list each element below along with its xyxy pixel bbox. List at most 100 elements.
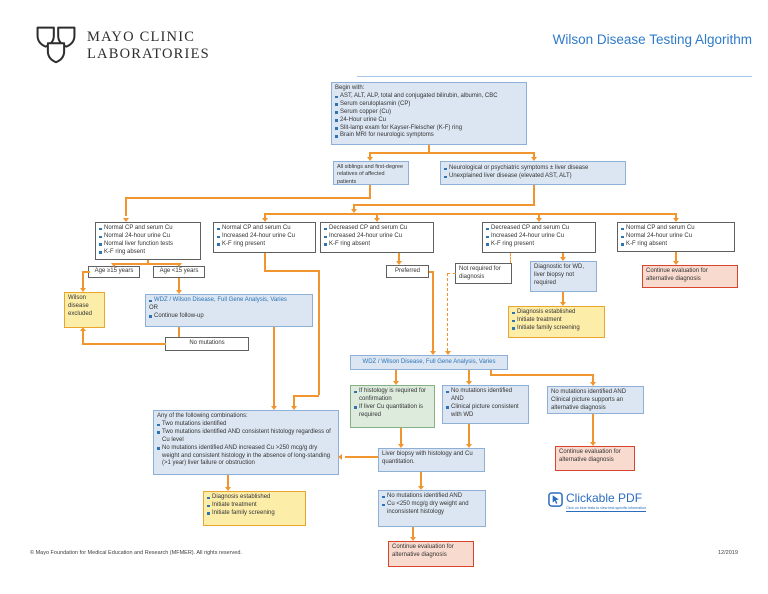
bullet-icon — [382, 495, 385, 499]
flow-connector — [538, 214, 540, 219]
flow-connector — [533, 185, 535, 205]
bullet-line: AST, ALT, ALP, total and conjugated bili… — [335, 93, 523, 101]
bullet-line: K-F ring present — [486, 241, 592, 249]
flow-connector — [227, 475, 229, 488]
flow-connector — [369, 152, 535, 154]
flow-connector — [125, 198, 127, 216]
flow-connector — [562, 253, 564, 258]
bullet-line: Normal 24-hour urine Cu — [621, 233, 731, 241]
bullet-icon — [512, 311, 515, 315]
bullet-line: Initiate treatment — [207, 502, 302, 510]
bullet-line: Unexplained liver disease (elevated AST,… — [444, 173, 622, 181]
flow-connector — [82, 343, 166, 345]
bullet-line: No mutations identified AND — [382, 493, 482, 501]
flow-arrowhead — [535, 218, 542, 222]
flow-connector — [395, 370, 397, 382]
bullet-icon — [335, 119, 338, 122]
bullet-icon — [217, 227, 220, 231]
flow-arrowhead — [672, 218, 679, 222]
bullet-icon — [99, 227, 102, 231]
flow-arrowhead — [559, 302, 566, 306]
age-ge-15-label: Age ≥15 years — [88, 266, 140, 278]
flow-arrowhead — [110, 263, 117, 267]
bullet-line: Normal liver function tests — [99, 241, 197, 249]
text-line: Any of the following combinations: — [157, 413, 248, 419]
flow-connector — [447, 273, 448, 351]
clickable-pdf-tagline: Click on blue tests to view test-specifi… — [566, 505, 647, 510]
flow-connector — [412, 527, 414, 538]
bullet-icon — [149, 315, 152, 318]
flow-arrowhead — [429, 351, 436, 355]
bullet-line: Slit-lamp exam for Kayser-Fleischer (K-F… — [335, 125, 523, 133]
bullet-icon — [444, 167, 447, 171]
neuro-psych-box: Neurological or psychiatric symptoms ± l… — [440, 161, 626, 185]
bullet-icon — [512, 319, 515, 322]
bullet-icon — [324, 243, 327, 246]
wdz-gene-analysis-link-box[interactable]: WDZ / Wilson Disease, Full Gene Analysis… — [350, 355, 508, 370]
flow-connector — [490, 374, 593, 376]
preferred-label: Preferred — [386, 265, 429, 278]
flow-connector — [113, 263, 179, 265]
cursor-icon — [548, 492, 563, 507]
bullet-line: No mutations identified AND — [446, 388, 525, 404]
bullet-icon — [335, 111, 338, 114]
bullet-icon — [99, 235, 102, 238]
flow-connector — [510, 253, 511, 263]
flow-arrowhead — [350, 209, 357, 213]
bullet-icon — [149, 299, 152, 303]
bullet-icon — [486, 235, 489, 238]
bullet-line: No mutations identified AND increased Cu… — [157, 445, 335, 469]
flow-connector — [429, 271, 434, 273]
header-divider — [357, 76, 752, 77]
bullet-icon — [486, 243, 489, 246]
flow-arrowhead — [79, 288, 86, 292]
bullet-line: If histology is required for confirmatio… — [354, 388, 431, 404]
flow-arrowhead — [122, 218, 129, 222]
bullet-line: Serum copper (Cu) — [335, 109, 523, 117]
flow-arrowhead — [589, 442, 596, 446]
bullet-line: Normal CP and serum Cu — [621, 225, 731, 233]
bullet-line: K-F ring present — [217, 241, 312, 249]
continue-evaluation-box-3: Continue evaluation for alternative diag… — [388, 541, 474, 567]
flow-connector — [376, 214, 378, 219]
wdz-gene-analysis-or-followup-box[interactable]: WDZ / Wilson Disease, Full Gene Analysis… — [145, 294, 313, 327]
flow-arrowhead — [224, 487, 231, 491]
flow-connector — [264, 253, 266, 270]
flow-connector — [490, 370, 492, 375]
flow-connector — [353, 205, 355, 210]
flow-arrowhead — [270, 406, 277, 410]
flow-connector — [82, 271, 90, 273]
bullet-icon — [207, 512, 210, 515]
bullet-line: Neurological or psychiatric symptoms ± l… — [444, 165, 622, 173]
bullet-icon — [335, 127, 338, 130]
clickable-pdf-badge: Clickable PDF Click on blue tests to vie… — [548, 492, 647, 512]
begin-with-box: Begin with:AST, ALT, ALP, total and conj… — [331, 82, 527, 145]
flow-connector — [125, 197, 371, 199]
bullet-line[interactable]: WDZ / Wilson Disease, Full Gene Analysis… — [149, 297, 309, 305]
bullet-line: Brain MRI for neurologic symptoms — [335, 132, 523, 140]
bullet-icon — [99, 243, 102, 246]
bullet-line: 24-Hour urine Cu — [335, 117, 523, 125]
flow-connector — [345, 456, 378, 458]
flow-connector — [533, 153, 535, 159]
flow-connector — [178, 278, 180, 291]
bullet-line: Normal CP and serum Cu — [99, 225, 197, 233]
bullet-line: Increased 24-hour urine Cu — [324, 233, 430, 241]
bullet-line: Diagnosis established — [207, 494, 302, 502]
bullet-line: Continue follow-up — [149, 313, 309, 321]
flow-connector — [420, 472, 422, 487]
continue-evaluation-box-1: Continue evaluation for alternative diag… — [642, 265, 738, 288]
bullet-icon — [207, 504, 210, 507]
flow-connector — [592, 414, 594, 443]
flow-arrowhead — [261, 218, 268, 222]
flow-connector — [147, 260, 149, 264]
flow-arrowhead — [290, 406, 297, 410]
text-line: OR — [149, 304, 158, 311]
bullet-line: If liver Cu quantitation is required — [354, 404, 431, 420]
bullet-line: K-F ring absent — [99, 249, 197, 257]
bullet-icon — [157, 423, 160, 426]
flow-connector — [447, 273, 456, 274]
